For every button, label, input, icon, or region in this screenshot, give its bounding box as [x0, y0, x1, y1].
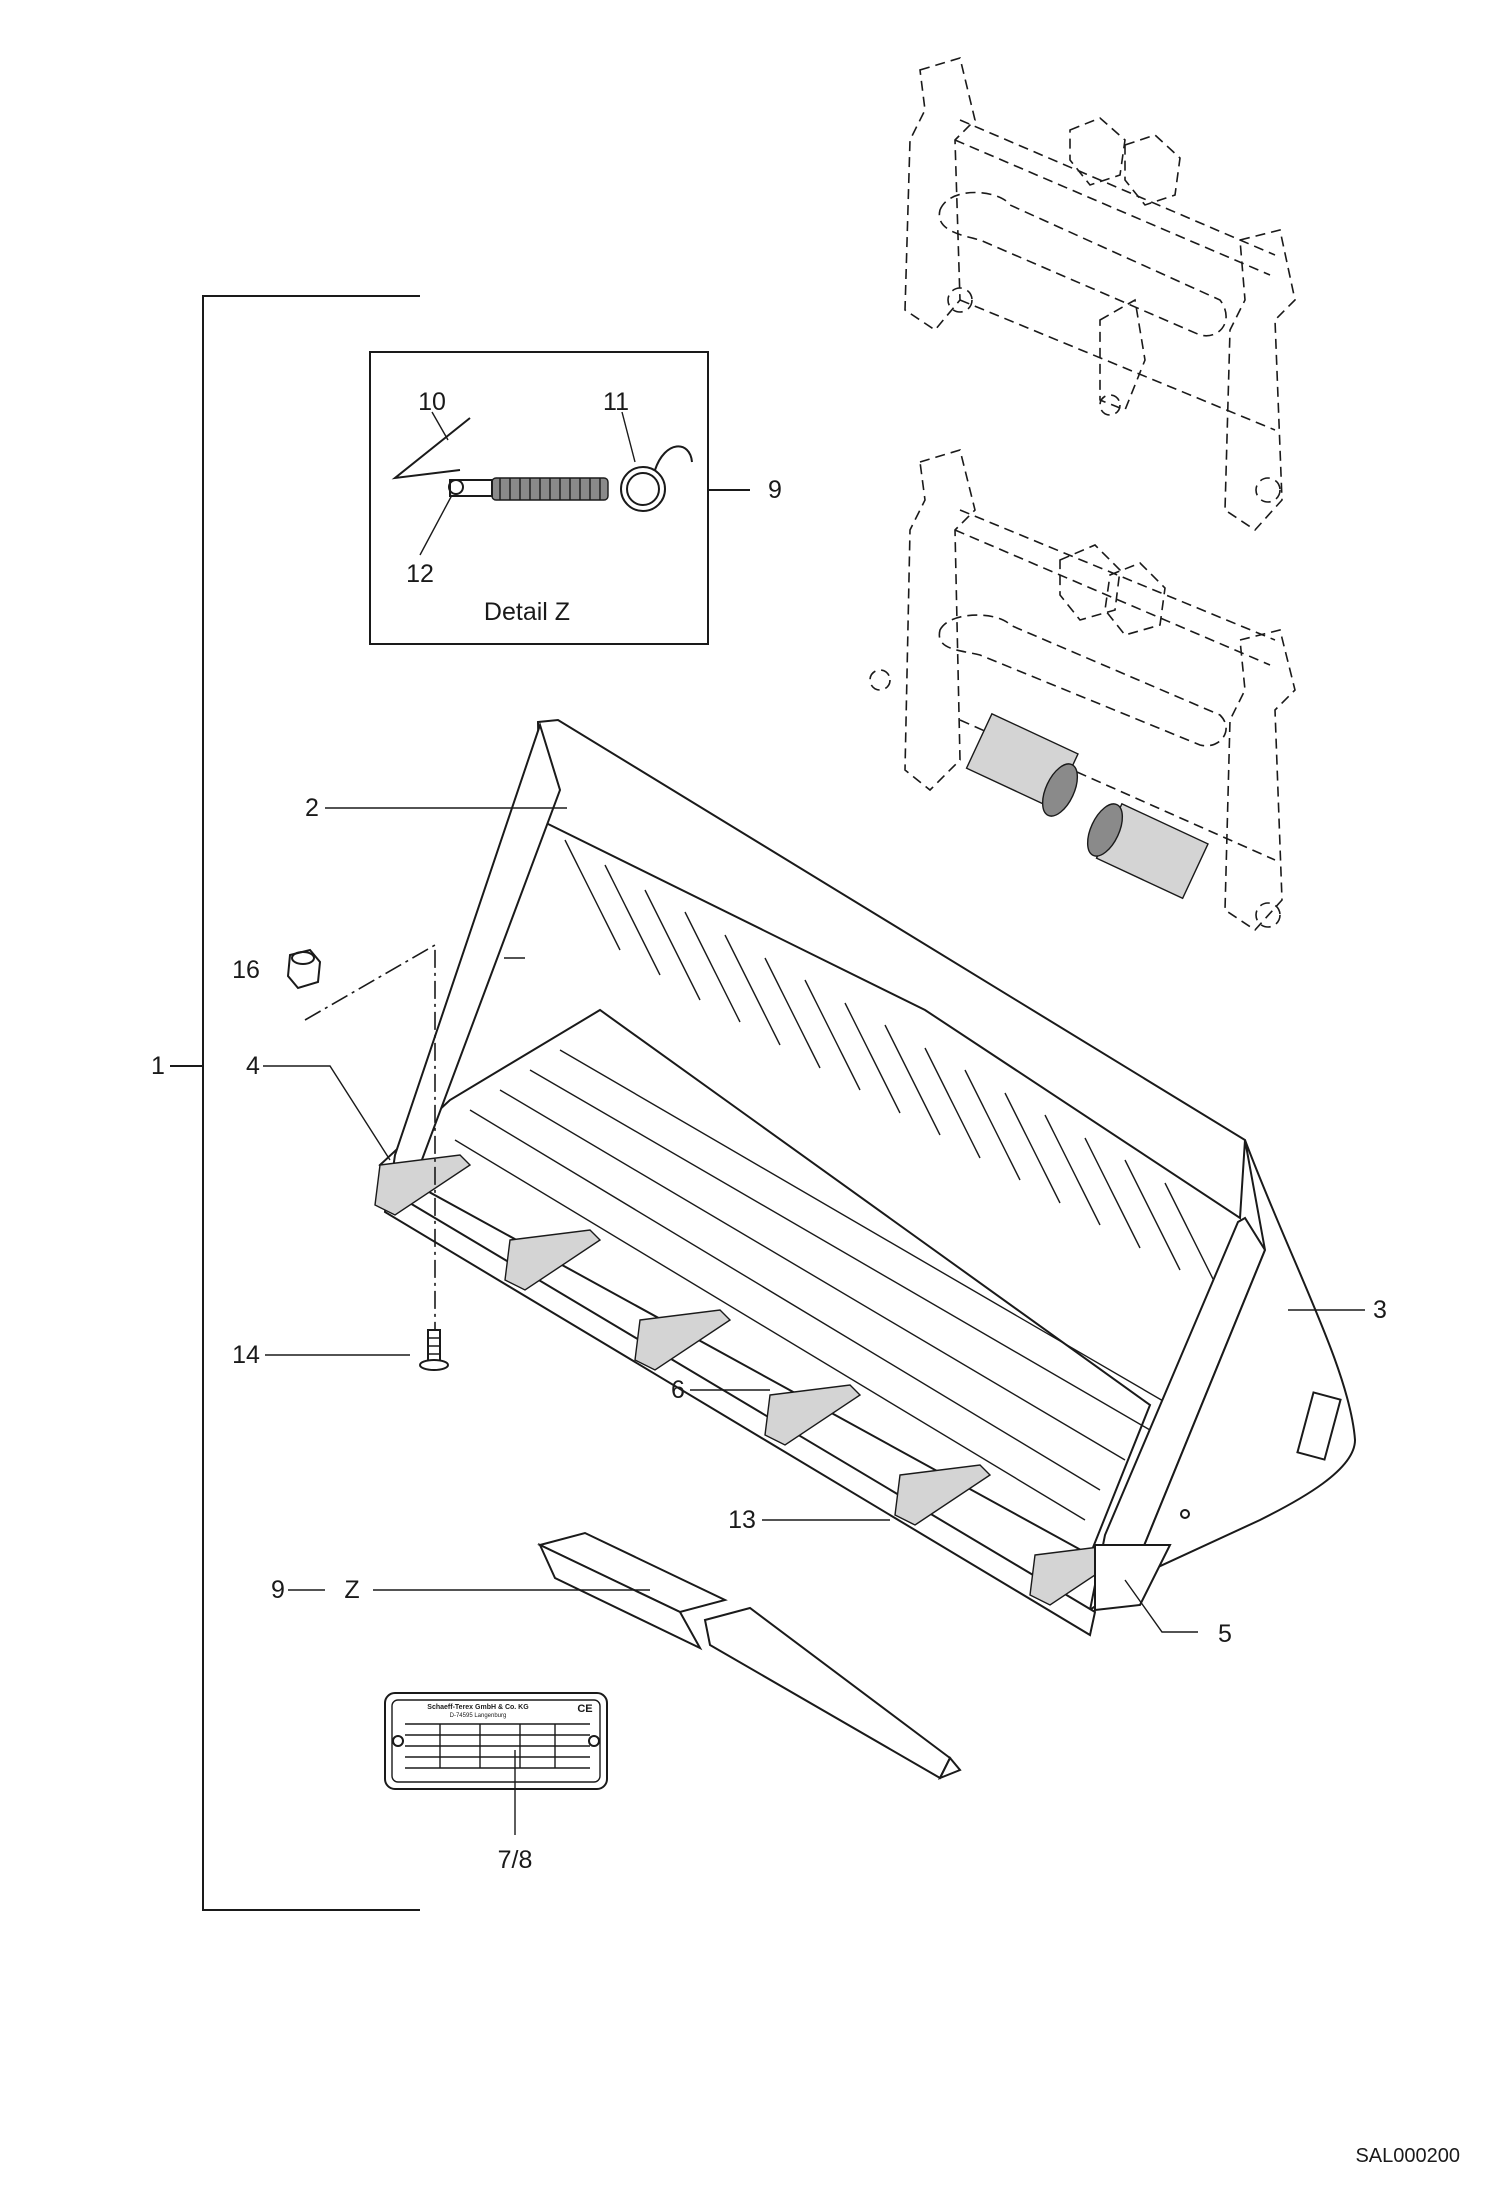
nameplate-7-8: Schaeff-Terex GmbH & Co. KG D-74595 Lang… — [384, 1692, 608, 1835]
screw-14 — [419, 1329, 449, 1371]
nameplate-company: Schaeff-Terex GmbH & Co. KG — [427, 1704, 529, 1711]
detail-z-title: Detail Z — [484, 598, 570, 626]
cover-plates-9 — [537, 1531, 962, 1780]
drawing-code: SAL000200 — [1355, 2145, 1460, 2167]
assembly-bracket — [170, 295, 420, 1911]
callout-2: 2 — [305, 794, 319, 822]
bucket — [374, 718, 1357, 1637]
callout-9-z: 9 — [271, 1576, 285, 1604]
callout-14: 14 — [232, 1341, 260, 1369]
callout-9-detail: 9 — [768, 476, 782, 504]
callout-5: 5 — [1218, 1620, 1232, 1648]
quick-coupler-frame-upper — [904, 56, 1296, 532]
callout-3: 3 — [1373, 1296, 1387, 1324]
callout-10: 10 — [418, 388, 446, 416]
nameplate-ce-mark: CE — [577, 1703, 592, 1715]
callout-12: 12 — [406, 560, 434, 588]
callout-13: 13 — [728, 1506, 756, 1534]
detail-z-box: Detail Z — [369, 351, 750, 645]
callout-6: 6 — [671, 1376, 685, 1404]
callout-11: 11 — [603, 388, 629, 416]
callout-1: 1 — [151, 1052, 165, 1080]
nameplate-address: D-74595 Langenburg — [450, 1713, 507, 1719]
quick-coupler-frame-lower — [869, 448, 1296, 932]
callout-7-8: 7/8 — [498, 1846, 533, 1874]
callout-16: 16 — [232, 956, 260, 984]
callout-z: Z — [344, 1576, 359, 1604]
callout-4: 4 — [246, 1052, 260, 1080]
leader-lines — [170, 807, 1365, 1633]
nut-16 — [286, 943, 436, 1330]
